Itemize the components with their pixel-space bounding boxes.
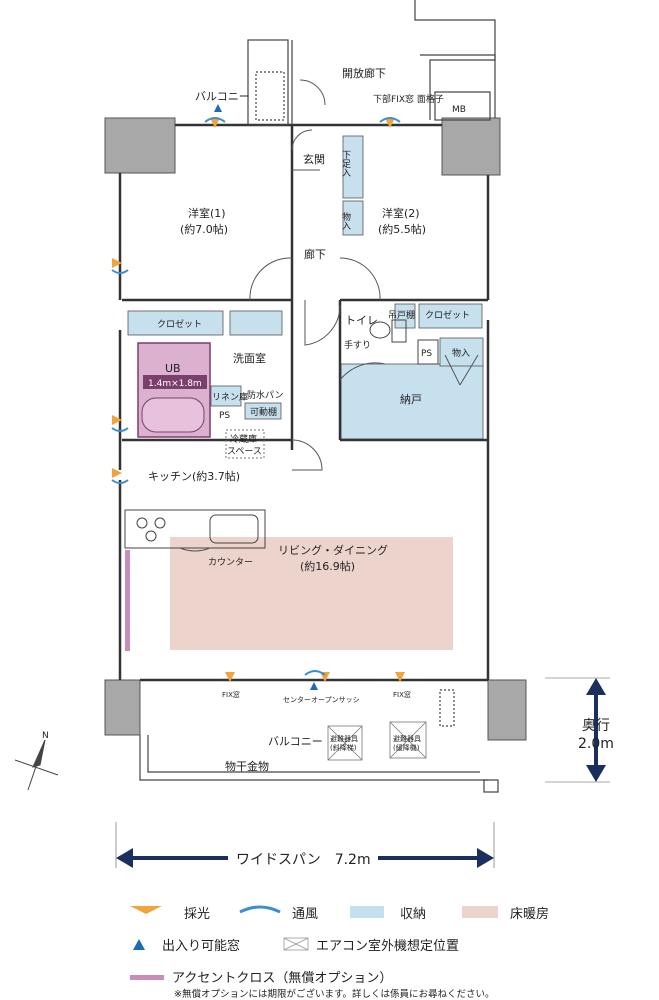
label-closet2: クロゼット <box>425 309 470 321</box>
legend-entry-window-icon <box>133 939 145 950</box>
label-handrail: 手すり <box>344 339 371 351</box>
label-room2: 洋室(2) <box>382 206 420 220</box>
storage-small <box>342 200 364 236</box>
label-movable-shelf: 可動棚 <box>250 406 277 418</box>
balcony-bottom-outline <box>139 689 499 793</box>
label-balcony-bottom: バルコニー <box>268 735 323 748</box>
width-label-bg <box>228 848 378 868</box>
accent-cloth-wall <box>125 550 130 651</box>
shoe-storage <box>342 135 364 199</box>
legend-ac-unit: エアコン室外機想定位置 <box>316 938 459 954</box>
label-hallway: 廊下 <box>304 247 326 261</box>
label-linen: リネン庫 <box>212 391 248 403</box>
compass-icon <box>14 739 59 791</box>
label-living: リビング・ダイニング <box>278 543 388 557</box>
fridge-space <box>225 429 265 459</box>
legend-ac-icon <box>283 937 309 951</box>
label-room1-size: (約7.0帖) <box>180 222 228 236</box>
label-evac1b: (斜降梯) <box>330 743 357 752</box>
label-storage2: 物入 <box>452 347 470 359</box>
label-fix-right: FIX窓 <box>393 690 411 699</box>
legend-accent-icon <box>130 975 164 980</box>
width-label: ワイドスパン 7.2m <box>236 852 371 868</box>
legend-entry-window: 出入り可能窓 <box>162 938 240 954</box>
label-ub: UB <box>165 362 181 375</box>
label-ub-size: 1.4m×1.8m <box>148 379 202 389</box>
label-room2-size: (約5.5帖) <box>378 222 426 236</box>
legend-storage-icon <box>350 906 384 918</box>
legend-ventilation: 通風 <box>292 907 318 922</box>
label-toilet: トイレ <box>345 314 378 327</box>
label-entrance: 玄関 <box>303 152 325 166</box>
label-nando: 納戸 <box>400 393 422 406</box>
label-evac2b: (緩降機) <box>393 743 420 752</box>
hanging-cabinet <box>394 303 416 329</box>
top-structure <box>247 0 496 126</box>
label-fridge1: 冷蔵庫 <box>230 433 257 445</box>
label-evac2a: 避難器具 <box>393 734 421 743</box>
label-mb: MB <box>452 105 466 115</box>
legend-note: ※無償オプションには期限がございます。詳しくは係員にお尋ねください。 <box>174 988 495 1000</box>
kitchen-counter <box>124 509 266 549</box>
legend-lighting: 採光 <box>184 907 210 922</box>
wall-lines <box>118 123 490 682</box>
label-ps2: PS <box>219 411 230 421</box>
label-fridge2: スペース <box>227 447 262 457</box>
bathtub <box>141 397 205 433</box>
walls <box>104 117 527 741</box>
label-corridor-open: 開放廊下 <box>342 66 386 80</box>
floor-heating-area <box>170 537 453 650</box>
ac-unit-positions <box>327 721 427 761</box>
label-compass: N <box>42 731 49 741</box>
label-room1: 洋室(1) <box>188 206 226 220</box>
label-balcony-top: バルコニー <box>195 90 250 103</box>
label-kitchen: キッチン(約3.7帖) <box>148 469 240 483</box>
depth-arrow <box>545 677 610 783</box>
nando-room <box>340 363 484 440</box>
label-storage-small: 物入 <box>340 211 351 230</box>
label-drying: 物干金物 <box>225 759 269 773</box>
ventilation-markers <box>111 117 401 676</box>
ub-size-bg <box>143 375 207 389</box>
label-evac1a: 避難器具 <box>330 734 358 743</box>
legend-floor-heating: 床暖房 <box>510 906 549 922</box>
door-swings <box>179 79 479 552</box>
label-closet1: クロゼット <box>157 318 202 330</box>
label-shoe-storage: 下足入 <box>340 150 351 177</box>
legend-accent-cloth: アクセントクロス（無償オプション） <box>172 971 392 986</box>
entry-window-markers <box>214 104 318 690</box>
label-ps1: PS <box>421 349 432 359</box>
movable-shelf <box>244 402 282 420</box>
label-center-sash: センターオープンサッシ <box>283 695 360 704</box>
label-washroom: 洗面室 <box>233 351 266 365</box>
closet-wash <box>229 310 283 336</box>
lighting-markers <box>112 118 405 682</box>
depth-value: 2.0m <box>578 736 614 752</box>
closet-1 <box>127 310 224 336</box>
legend-storage: 収納 <box>400 907 426 922</box>
label-waterproof-pan: 防水パン <box>247 389 283 401</box>
label-fix-left: FIX窓 <box>222 690 240 699</box>
legend-ventilation-icon <box>239 905 281 914</box>
label-living-size: (約16.9帖) <box>300 559 355 573</box>
toilet-fixture <box>369 319 439 365</box>
linen-cabinet <box>210 385 242 407</box>
legend-lighting-icon <box>130 906 162 914</box>
depth-label: 奥行 <box>582 717 610 734</box>
storage-2 <box>439 337 484 367</box>
closet-2 <box>418 303 483 329</box>
label-hanging: 吊戸棚 <box>388 309 415 321</box>
label-fix-top: 下部FIX窓 面格子 <box>373 93 444 105</box>
legend-floor-heating-icon <box>462 906 498 918</box>
label-counter: カウンター <box>208 557 253 568</box>
